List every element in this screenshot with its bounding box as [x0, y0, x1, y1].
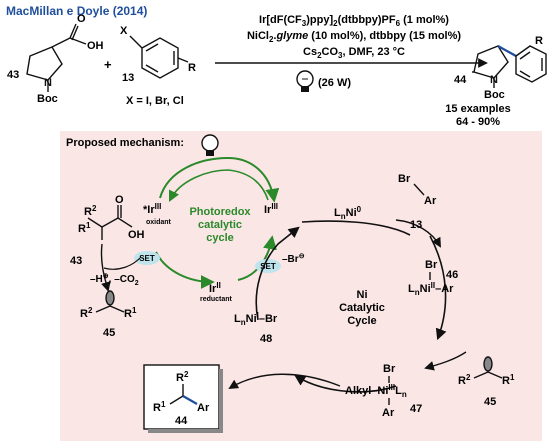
aryl-r-label: R	[188, 62, 196, 74]
ni0-complex-label: LnNi0	[334, 205, 362, 221]
ni-i-complex-label: LnNiI–Br	[234, 311, 278, 327]
set-badge-oxidation-label: SET	[139, 254, 155, 263]
product-aryl-ring	[515, 45, 547, 83]
rad2-compound-number: 45	[484, 396, 496, 408]
radical-45-right-structure	[473, 356, 503, 379]
scheme-title: MacMillan e Doyle (2014)	[6, 4, 147, 18]
prod-r2-label: R2	[176, 370, 189, 384]
decarboxylation-arrow	[100, 243, 111, 292]
ni-cycle-arc-left	[255, 226, 300, 321]
ni-i-compound-number: 48	[260, 333, 272, 345]
arbr-bond	[413, 183, 425, 196]
aryl-halide-structure	[129, 35, 189, 79]
reductant-label: reductant	[200, 296, 233, 303]
product-r-label: R	[535, 35, 543, 47]
product-new-bond	[497, 45, 517, 57]
acid-r2-label: R2	[84, 204, 97, 218]
plus-sign: +	[104, 57, 112, 72]
acid-oxygen-label: O	[77, 13, 86, 25]
rad2-r1-label: R1	[502, 373, 515, 387]
excitation-return-arrow	[168, 169, 269, 203]
acid-boc-label: Boc	[37, 93, 58, 105]
set-badge-reduction-label: SET	[260, 262, 276, 271]
mechanism-acid-oxygen: O	[115, 194, 124, 206]
bromide-loss-label: –Br⊖	[282, 253, 305, 265]
arbr-br-label: Br	[398, 173, 411, 185]
acid-oh-label: OH	[87, 40, 104, 52]
set-badge-oxidation	[134, 251, 160, 265]
aryl-compound-number: 13	[122, 72, 134, 84]
product-box-shadow-right	[219, 369, 223, 433]
photoredox-title-line2: catalytic	[198, 219, 242, 231]
condition-ni-catalyst: NiCl2.glyme (10 mol%), dtbbpy (15 mol%)	[247, 30, 461, 44]
ni-cycle-title-line1: Ni	[357, 289, 368, 301]
product-yield-range: 64 - 90%	[456, 116, 500, 128]
oxidant-label: oxidant	[146, 219, 172, 226]
ni-cycle-arc-top	[301, 220, 411, 236]
lamp-power-label: (26 W)	[318, 77, 351, 89]
proline-acid-structure	[26, 23, 87, 92]
oxidative-addition-arrow	[395, 219, 441, 248]
lightbulb-icon	[296, 70, 314, 92]
ni-cycle-arc-bottom	[294, 374, 397, 393]
mechanism-acid-oh: OH	[128, 229, 145, 241]
product-box-shadow-bottom	[148, 429, 223, 433]
ni-iii-complex-label: Alkyl–NiIIILn	[345, 383, 407, 399]
product-n-label: N	[490, 74, 498, 86]
product-examples: 15 examples	[445, 103, 510, 115]
mechanism-panel	[60, 131, 542, 441]
prod-r1-label: R1	[153, 400, 166, 414]
prod-compound-number: 44	[175, 415, 188, 427]
ni-iii-br-label: Br	[383, 363, 396, 375]
product-boc-label: Boc	[484, 89, 505, 101]
mechanism-acid-structure	[87, 205, 133, 240]
radical-r2-label: R2	[80, 306, 93, 320]
mechanism-lightbulb-icon	[201, 134, 219, 156]
radical-capture-arrow	[424, 351, 467, 371]
photoexcitation-arrow	[159, 156, 280, 203]
condition-ir-catalyst: Ir[dF(CF3)ppy]2(dtbbpy)PF6 (1 mol%)	[259, 14, 449, 28]
ni-cycle-title-line2: Catalytic	[339, 302, 385, 314]
set-oxidation-connector	[103, 257, 141, 270]
product-compound-number: 44	[454, 74, 467, 86]
rad2-r2-label: R2	[458, 373, 471, 387]
arbr-ar-label: Ar	[424, 195, 437, 207]
ni-ii-br-label: Br	[425, 259, 438, 271]
alkyl-radical-structure	[95, 290, 125, 313]
ni-ii-compound-number: 46	[446, 269, 458, 281]
product-structure	[472, 45, 509, 88]
excited-iridium-label: *IrIII	[143, 202, 161, 216]
radical-r1-label: R1	[124, 306, 137, 320]
iridium-ii-label: IrII	[209, 281, 221, 295]
photoredox-title-line3: cycle	[206, 232, 234, 244]
product-box-new-bond	[182, 395, 198, 405]
photoredox-title-line1: Photoredox	[189, 206, 251, 218]
acid-compound-number: 43	[7, 69, 19, 81]
halide-options: X = I, Br, Cl	[126, 95, 184, 107]
mechanism-acid-number: 43	[70, 255, 82, 267]
acid-r1-label: R1	[78, 221, 91, 235]
product-box-structure	[169, 384, 184, 405]
reductive-elimination-arrow	[228, 373, 341, 390]
byproduct-loss-label: –H⊕, –CO2	[90, 273, 139, 287]
set-badge-reduction	[255, 259, 281, 273]
mechanism-heading: Proposed mechanism:	[66, 137, 184, 149]
aryl-x-label: X	[120, 25, 128, 37]
iridium-iii-label: IrIII	[264, 202, 278, 216]
condition-base-solvent: Cs2CO3, DMF, 23 °C	[303, 46, 405, 60]
radical-compound-number: 45	[103, 327, 115, 339]
ni-cycle-title-line3: Cycle	[347, 315, 376, 327]
prod-ar-label: Ar	[197, 402, 210, 414]
ni-iii-ar-label: Ar	[382, 407, 395, 419]
ni-ii-complex-label: LnNiII–Ar	[408, 281, 454, 297]
arbr-compound-number: 13	[410, 219, 422, 231]
acid-n-label: N	[44, 77, 52, 89]
ni-iii-compound-number: 47	[410, 403, 422, 415]
